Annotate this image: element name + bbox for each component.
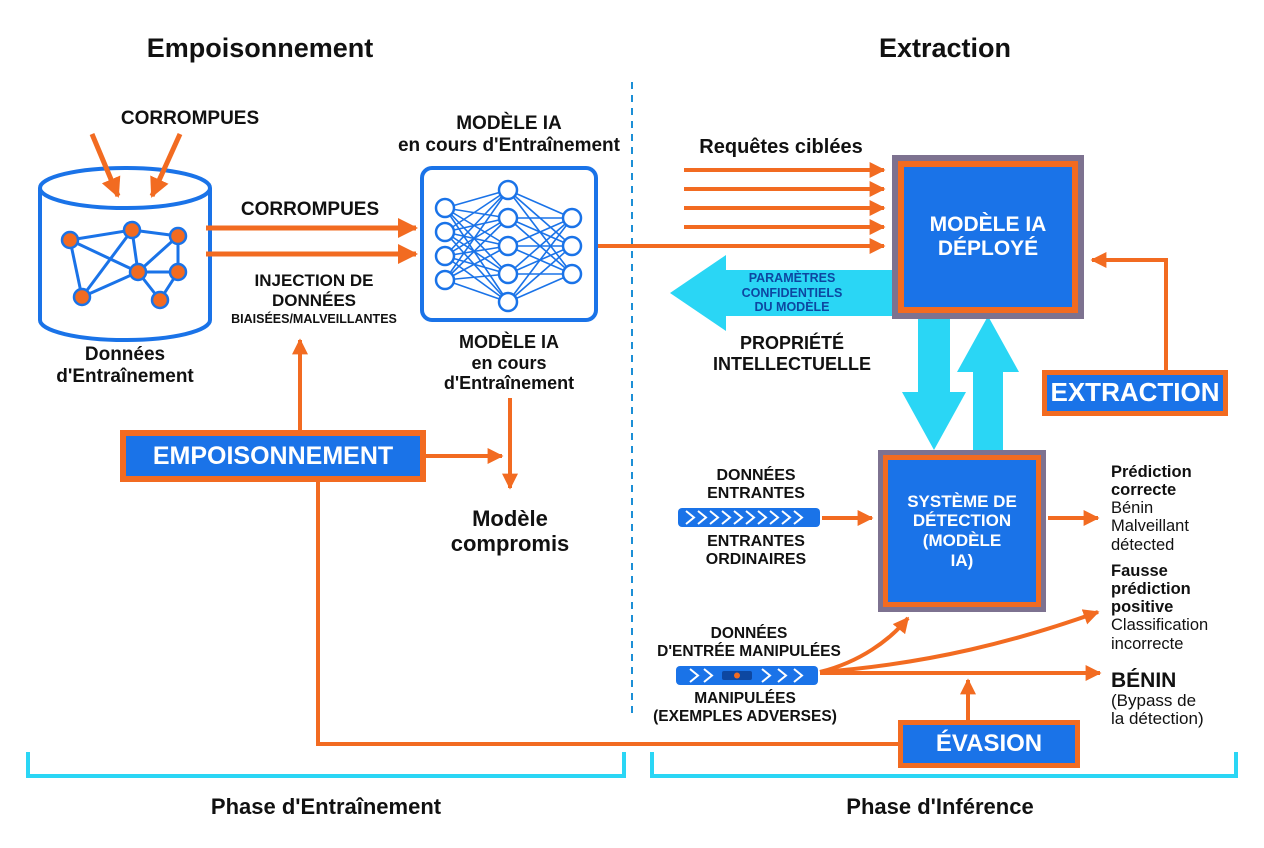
correct-line-3: Bénin [1111,499,1154,518]
input-line-1: DONNÉES [716,467,796,484]
model-bottom-line-2: en cours [471,352,547,373]
injection-label: INJECTION DE DONNÉES BIAISÉES/MALVEILLAN… [200,271,428,326]
model-training-top-label: MODÈLE IA en cours d'Entraînement [370,113,648,157]
compromised-model-label: Modèle compromis [420,506,600,557]
corrupt-arrow-right [149,132,183,198]
model-top-line-1: MODÈLE IA [456,113,562,134]
ip-line-1: PROPRIÉTÉ [739,333,845,353]
intellectual-property-label: PROPRIÉTÉ INTELLECTUELLE [690,333,894,374]
detection-system-box [878,450,1046,612]
correct-line-1: Prédiction [1111,463,1192,481]
manip-to-false-positive-arrow [819,609,1100,674]
manipulated-input-label: DONNÉES D'ENTRÉE MANIPULÉES [640,625,858,661]
params-line-2: CONFIDENTIELS [741,285,843,300]
input-data-label: DONNÉES ENTRANTES [680,467,832,504]
params-line-3: DU MODÈLE [754,300,830,315]
false-positive-line-4: Classification [1111,616,1209,635]
deployed-model-line-2: DÉPLOYÉ [937,237,1039,260]
params-line-1: PARAMÈTRES [748,271,836,286]
input-line-2: ENTRANTES [707,485,805,503]
ip-line-2: INTELLECTUELLE [713,353,871,374]
false-positive-line-1: Fausse [1111,562,1168,580]
injection-line-1: INJECTION DE [254,271,374,290]
ordinary-line-2: ORDINAIRES [705,551,807,569]
compromised-line-1: Modèle [472,506,548,531]
poisoning-badge: EMPOISONNEMENT [120,430,426,482]
extraction-badge-label: EXTRACTION [1050,377,1220,408]
extraction-to-deployed-arrow [1090,252,1168,370]
adversarial-examples-label: MANIPULÉES (EXEMPLES ADVERSES) [636,690,854,726]
poisoning-heading: Empoisonnement [146,33,374,63]
evasion-badge-label: ÉVASION [935,730,1043,758]
manip-line-3: MANIPULÉES [694,690,796,707]
correct-prediction-output: Prédiction correcte Bénin Malveillant dé… [1111,463,1251,554]
false-positive-line-3: positive [1111,598,1174,617]
detection-system-label: SYSTÈME DE DÉTECTION (MODÈLE IA) [888,460,1036,602]
benign-line-3: la détection) [1111,708,1204,728]
benign-line-1: BÉNIN [1111,669,1177,692]
correct-line-4: Malveillant [1111,517,1189,536]
benign-line-2: (Bypass de [1111,691,1197,711]
ordinary-line-1: ENTRANTES [707,533,805,550]
manip-line-4: (EXEMPLES ADVERSES) [653,707,837,725]
parameters-leak-arrow [670,255,892,331]
adversarial-stream-icon [676,666,818,685]
inference-phase-bracket [650,752,1238,778]
corrupt-arrow-left [89,133,121,198]
correct-line-2: correcte [1111,481,1177,500]
cyan-up-arrow [957,316,1019,450]
training-data-label: Données d'Entraînement [40,344,210,388]
data-stream-icon [678,508,820,527]
detector-line-1: SYSTÈME DE [907,491,1017,511]
model-training-bottom-label: MODÈLE IA en cours d'Entraînement [410,332,608,394]
training-data-line-1: Données [84,344,166,365]
corrupt-arrow-label: CORROMPUES [240,199,380,220]
deployed-model-line-1: MODÈLE IA [929,212,1047,236]
model-top-line-2: en cours d'Entraînement [397,134,620,156]
false-positive-line-5: incorrecte [1111,634,1184,653]
corrupt-top-label: CORROMPUES [120,108,260,129]
training-data-line-2: d'Entraînement [56,365,194,387]
detector-line-3: (MODÈLE [922,531,1002,550]
training-phase-bracket [26,752,626,778]
compromised-line-2: compromis [450,531,570,557]
correct-line-5: détected [1111,535,1175,554]
extraction-heading: Extraction [878,33,1012,63]
deployed-model-box [892,155,1084,319]
inference-phase-label: Phase d'Inférence [846,794,1034,819]
parameters-label: PARAMÈTRES CONFIDENTIELS DU MODÈLE [724,271,860,315]
injection-line-2: DONNÉES [271,290,357,310]
targeted-queries-label: Requêtes ciblées [699,136,863,158]
training-phase-label: Phase d'Entraînement [210,794,442,819]
neural-network-icon [420,166,598,322]
injection-line-3: BIAISÉES/MALVEILLANTES [231,312,397,327]
manip-to-detector-arrow [819,616,910,674]
manip-line-2: D'ENTRÉE MANIPULÉES [657,642,841,660]
extraction-badge: EXTRACTION [1042,370,1228,416]
false-positive-output: Fausse prédiction positive Classificatio… [1111,562,1259,653]
cyan-down-arrow [902,318,966,450]
poisoning-badge-label: EMPOISONNEMENT [152,441,394,470]
model-bottom-line-3: d'Entraînement [443,373,575,394]
deployed-model-label: MODÈLE IA DÉPLOYÉ [904,167,1072,307]
evasion-badge: ÉVASION [898,720,1080,768]
detector-line-2: DÉTECTION [912,511,1012,531]
poison-to-evasion-line [316,480,900,746]
model-bottom-line-1: MODÈLE IA [458,332,559,352]
database-icon [38,166,212,342]
manip-line-1: DONNÉES [710,625,788,642]
false-positive-line-2: prédiction [1111,580,1191,599]
benign-output: BÉNIN (Bypass de la détection) [1111,669,1259,728]
detector-line-4: IA) [950,550,974,570]
ordinary-input-label: ENTRANTES ORDINAIRES [680,533,832,570]
